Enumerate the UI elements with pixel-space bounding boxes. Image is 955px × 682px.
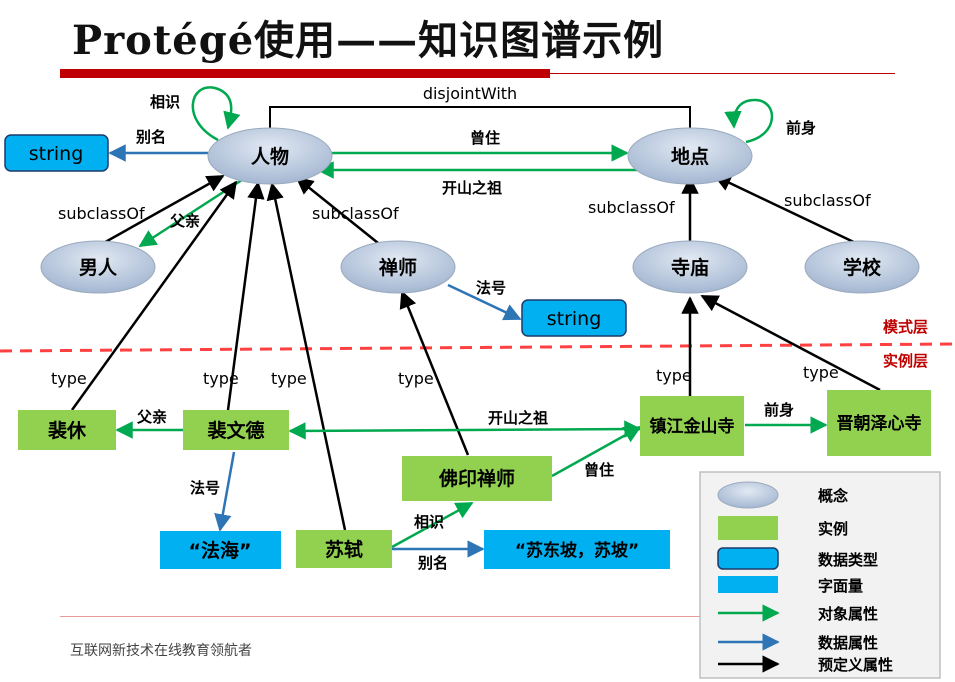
edge-cengzhu-bottom xyxy=(551,425,642,478)
legend-object-label: 对象属性 xyxy=(818,605,878,623)
title-underline-rule xyxy=(550,73,895,74)
title-underline-bar xyxy=(60,69,550,78)
svg-text:裴文德: 裴文德 xyxy=(206,419,264,442)
label-subclass-temple: subclassOf xyxy=(588,198,675,217)
svg-text:镇江金山寺: 镇江金山寺 xyxy=(650,416,735,437)
edge-type-peixiu xyxy=(70,180,238,411)
label-type-6: type xyxy=(803,363,839,382)
label-type-4: type xyxy=(398,369,434,388)
edge-xiangshi-self xyxy=(191,86,241,142)
edge-disjointwith xyxy=(269,106,691,134)
legend-data-label: 数据属性 xyxy=(818,634,878,652)
label-kaishan-bottom: 开山之祖 xyxy=(488,409,548,427)
footer-rule xyxy=(60,616,700,617)
instance-layer-label: 实例层 xyxy=(883,352,928,370)
svg-text:学校: 学校 xyxy=(843,256,882,279)
label-type-5: type xyxy=(656,366,692,385)
concept-node-temple: 寺庙 xyxy=(632,240,748,294)
legend-literal-label: 字面量 xyxy=(818,577,863,595)
legend-literal-swatch xyxy=(718,576,778,593)
legend-instance-swatch xyxy=(718,516,778,540)
instance-node-jinshan: 镇江金山寺 xyxy=(640,396,744,456)
concept-node-zen-master: 禅师 xyxy=(340,240,456,294)
instance-node-peixiu: 裴休 xyxy=(18,410,116,450)
svg-text:“法海”: “法海” xyxy=(189,539,252,562)
svg-text:“苏东坡，苏坡”: “苏东坡，苏坡” xyxy=(515,540,639,561)
instance-node-jinchao: 晋朝泽心寺 xyxy=(827,390,931,456)
label-subclass-male: subclassOf xyxy=(58,204,145,223)
edge-fahao-bottom xyxy=(214,451,236,532)
concept-node-male: 男人 xyxy=(40,240,156,294)
svg-text:男人: 男人 xyxy=(79,257,118,279)
svg-text:禅师: 禅师 xyxy=(378,256,417,279)
legend: 概念 实例 数据类型 字面量 对象属性 数据属性 预定义属性 xyxy=(699,471,941,679)
concept-node-school: 学校 xyxy=(804,240,920,294)
label-disjointwith: disjointWith xyxy=(423,84,517,103)
slide-title: Protégé使用——知识图谱示例 xyxy=(72,17,665,64)
label-fahao-top: 法号 xyxy=(476,279,506,297)
svg-text:string: string xyxy=(547,308,602,330)
edge-subclass-school xyxy=(713,174,861,247)
svg-text:地点: 地点 xyxy=(671,145,709,168)
datatype-node-string-2: string xyxy=(521,299,627,337)
concept-node-person: 人物 xyxy=(207,127,333,185)
label-type-3: type xyxy=(271,369,307,388)
label-subclass-school: subclassOf xyxy=(784,191,871,210)
label-type-2: type xyxy=(203,369,239,388)
schema-layer-label: 模式层 xyxy=(883,318,928,336)
edge-subclass-zen xyxy=(295,176,379,244)
label-type-1: type xyxy=(51,369,87,388)
svg-text:裴休: 裴休 xyxy=(47,419,87,442)
svg-text:佛印禅师: 佛印禅师 xyxy=(438,467,515,490)
edge-qianshen-self xyxy=(724,98,774,144)
legend-datatype-swatch xyxy=(717,547,779,570)
label-qianshen-bottom: 前身 xyxy=(764,401,794,419)
legend-concept-label: 概念 xyxy=(818,487,848,505)
edge-type-jinchao xyxy=(700,294,881,392)
literal-node-su-dongpo: “苏东坡，苏坡” xyxy=(484,530,670,569)
legend-datatype-label: 数据类型 xyxy=(818,551,878,569)
instance-node-peiwende: 裴文德 xyxy=(183,410,289,450)
label-xiangshi-bottom: 相识 xyxy=(414,513,444,531)
legend-predefined-label: 预定义属性 xyxy=(818,656,893,674)
edge-subclass-male xyxy=(99,174,225,247)
layer-divider xyxy=(0,342,955,353)
svg-text:人物: 人物 xyxy=(251,145,289,168)
label-cengzhu-bottom: 曾住 xyxy=(584,461,614,479)
literal-node-fahai: “法海” xyxy=(160,531,281,569)
legend-instance-label: 实例 xyxy=(818,520,848,538)
edge-xiangshi-bottom xyxy=(391,501,474,549)
label-fahao-bottom: 法号 xyxy=(190,479,220,497)
instance-node-foyin: 佛印禅师 xyxy=(402,456,552,501)
label-kaishan-top: 开山之祖 xyxy=(442,179,502,197)
svg-text:寺庙: 寺庙 xyxy=(671,256,709,279)
footer-text: 互联网新技术在线教育领航者 xyxy=(70,643,252,659)
edge-type-sushi xyxy=(266,182,347,531)
label-cengzhu-top: 曾住 xyxy=(470,129,500,147)
label-bieming-bottom: 别名 xyxy=(417,554,448,572)
label-subclass-zen: subclassOf xyxy=(312,204,399,223)
instance-node-sushi: 苏轼 xyxy=(296,530,392,568)
label-fuqin-bottom: 父亲 xyxy=(136,408,167,426)
edge-type-peiwende xyxy=(226,181,265,411)
concept-node-place: 地点 xyxy=(627,127,753,185)
svg-text:苏轼: 苏轼 xyxy=(325,538,363,561)
edge-kaishan-bottom xyxy=(288,420,642,440)
legend-concept-swatch xyxy=(717,481,779,509)
edge-fahao-top xyxy=(447,283,522,321)
datatype-node-string-1: string xyxy=(4,134,109,172)
label-fuqin-top: 父亲 xyxy=(169,212,200,230)
label-xiangshi-top: 相识 xyxy=(150,93,180,111)
label-bieming-top: 别名 xyxy=(135,128,166,146)
label-qianshen-top: 前身 xyxy=(786,119,816,137)
svg-text:晋朝泽心寺: 晋朝泽心寺 xyxy=(837,413,922,434)
svg-text:string: string xyxy=(29,143,84,165)
